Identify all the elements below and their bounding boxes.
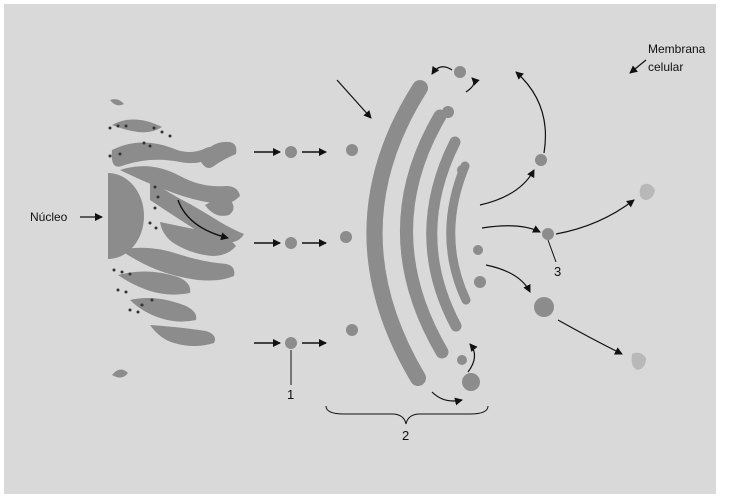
label-3: 3 (554, 264, 561, 279)
nucleus-label: Núcleo (30, 210, 68, 224)
membrane-label-line1: Membrana (648, 42, 706, 56)
label-2: 2 (402, 428, 409, 443)
label-1: 1 (287, 387, 294, 402)
membrane-label-line2: celular (648, 60, 683, 74)
